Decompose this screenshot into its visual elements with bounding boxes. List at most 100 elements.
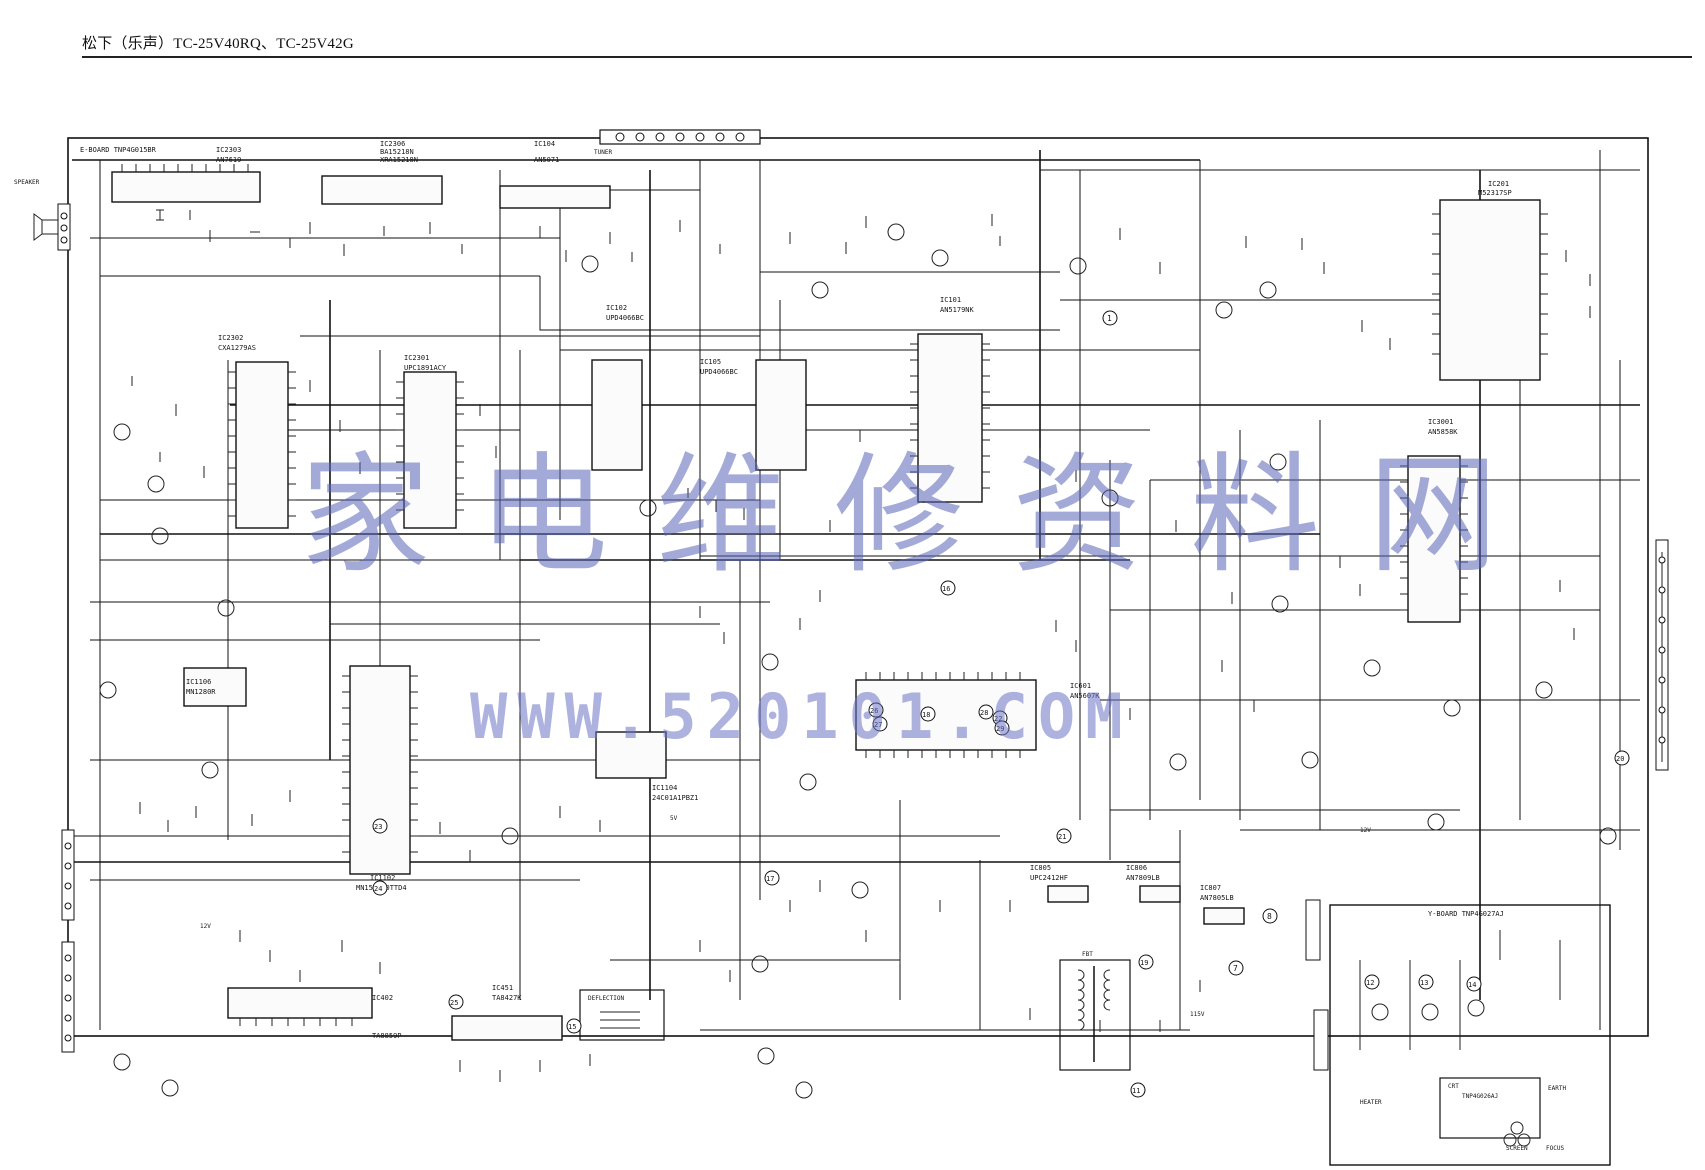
tp-16: 16 xyxy=(942,585,950,593)
crt-label: CRT xyxy=(1448,1083,1459,1090)
ic3001-part: AN5858K xyxy=(1428,428,1458,436)
tp-20: 20 xyxy=(1616,755,1624,763)
screen-label: SCREEN xyxy=(1506,1145,1528,1152)
transistor-q2309 xyxy=(113,423,131,441)
transistor-q352 xyxy=(1421,1003,1439,1021)
ic2306 xyxy=(321,175,443,205)
ic2302-part: CXA1279AS xyxy=(218,344,256,352)
transistor-q502 xyxy=(751,955,769,973)
tp-8: 8 xyxy=(1267,912,1272,921)
ic2306-part-b: XRA15218N xyxy=(380,156,418,164)
crt-socket xyxy=(1439,1077,1541,1139)
e-board-label: E-BOARD TNP4G015BR xyxy=(80,146,157,154)
transistor-q3051 xyxy=(1427,813,1445,831)
ic1106-part: MN1280R xyxy=(186,688,216,696)
tp-27: 27 xyxy=(874,721,882,729)
page-header: 松下（乐声）TC-25V40RQ、TC-25V42G xyxy=(82,32,1692,58)
ic1106 xyxy=(183,667,247,707)
tp-15: 15 xyxy=(568,1023,576,1031)
tp-17: 17 xyxy=(766,875,774,883)
ic601-ref: IC601 xyxy=(1070,682,1091,690)
tp-23: 23 xyxy=(374,823,382,831)
transistor-q3001 xyxy=(1363,659,1381,677)
y-board: Y-BOARD TNP4G027AJ CRT TNP4G026AJ HEATER… xyxy=(1305,899,1611,1166)
ic601-part: AN5607K xyxy=(1070,692,1100,700)
ic104-ref: IC104 xyxy=(534,140,555,148)
tp-26: 26 xyxy=(870,707,878,715)
tp-21: 21 xyxy=(1058,833,1066,841)
transistor-q1112 xyxy=(99,681,117,699)
watermark-url: WWW.520101.COM xyxy=(470,680,1133,753)
transistor-q3004 xyxy=(1535,681,1553,699)
transistor-q3003 xyxy=(1269,453,1287,471)
ic2303 xyxy=(111,171,261,203)
crt-board-label: TNP4G026AJ xyxy=(1462,1093,1498,1100)
transistor-q3026 xyxy=(1271,595,1289,613)
watermark: 家电维修资料网 WWW.520101.COM xyxy=(300,439,1546,753)
ic2303-part: AN7619 xyxy=(216,156,241,164)
bus-wires xyxy=(70,159,1640,1031)
tp-11: 11 xyxy=(1132,1087,1140,1095)
ic201 xyxy=(1439,199,1541,381)
transistor-q3003b xyxy=(1443,699,1461,717)
transistor-q701 xyxy=(161,1079,179,1097)
ic2301-ref: IC2301 xyxy=(404,354,429,362)
flyback-transformer: FBT xyxy=(1059,951,1131,1071)
ic-blocks: IC2303 AN7619 IC2306 BA15218N XRA15218N … xyxy=(111,140,1541,1041)
tp-24: 24 xyxy=(374,885,382,893)
ic1104-ref: IC1104 xyxy=(652,784,677,792)
transistor-q115 xyxy=(1215,301,1233,319)
transistor-q621 xyxy=(761,653,779,671)
transistor-q1107 xyxy=(201,761,219,779)
vertical-wires xyxy=(99,150,1621,1030)
tp-1: 1 xyxy=(1107,314,1112,323)
y-board-label: Y-BOARD TNP4G027AJ xyxy=(1428,910,1504,918)
ic3001-ref: IC3001 xyxy=(1428,418,1453,426)
transistor-q611 xyxy=(799,773,817,791)
ic105-part: UPD4066BC xyxy=(700,368,738,376)
transistor-q3061 xyxy=(1301,751,1319,769)
test-points: 1 7 8 11 12 13 14 15 16 17 18 19 20 21 2… xyxy=(372,310,1630,1098)
transistor-q501 xyxy=(851,881,869,899)
supply-12v-b: 12V xyxy=(1360,827,1371,834)
heater-label: HEATER xyxy=(1360,1099,1382,1106)
ic2306-part-a: BA15218N xyxy=(380,148,414,156)
ic-pins xyxy=(121,164,1548,1026)
transistor-q561 xyxy=(795,1081,813,1099)
ic3001 xyxy=(1407,455,1461,623)
ic807-ref: IC807 xyxy=(1200,884,1221,892)
transistor-q2303 xyxy=(151,527,169,545)
transistor-q168 xyxy=(1101,489,1119,507)
ic101 xyxy=(917,333,983,503)
ic2306-ref: IC2306 xyxy=(380,140,405,148)
transistor-q3052 xyxy=(1599,827,1617,845)
page-title: 松下（乐声）TC-25V40RQ、TC-25V42G xyxy=(82,36,354,52)
tp-7: 7 xyxy=(1233,964,1238,973)
watermark-chinese: 家电维修资料网 xyxy=(300,439,1546,591)
ic451-ref: IC451 xyxy=(492,984,513,992)
ic2301-part: UPC1891ACY xyxy=(404,364,447,372)
ic1104 xyxy=(595,731,667,779)
supply-5v-a: 5V xyxy=(670,815,678,822)
deflection-label: DEFLECTION xyxy=(588,995,625,1002)
tp-22: 22 xyxy=(994,715,1002,723)
ic102-ref: IC102 xyxy=(606,304,627,312)
ic807 xyxy=(1203,907,1245,925)
ic805 xyxy=(1047,885,1089,903)
deflection-block: DEFLECTION xyxy=(579,989,665,1041)
tp-12: 12 xyxy=(1366,979,1374,987)
transistor-q101 xyxy=(931,249,949,267)
left-connectors xyxy=(61,829,75,1053)
tp-14: 14 xyxy=(1468,981,1476,989)
transistor-q353 xyxy=(1467,999,1485,1017)
ic1104-part: 24C01A1PBZ1 xyxy=(652,794,698,802)
ic806 xyxy=(1139,885,1181,903)
transistor-q103 xyxy=(581,255,599,273)
transistor-q705 xyxy=(113,1053,131,1071)
ic1102 xyxy=(349,665,411,875)
ic402 xyxy=(227,987,373,1019)
transistor-q104 xyxy=(887,223,905,241)
ic805-ref: IC805 xyxy=(1030,864,1051,872)
ic806-part: AN7809LB xyxy=(1126,874,1160,882)
